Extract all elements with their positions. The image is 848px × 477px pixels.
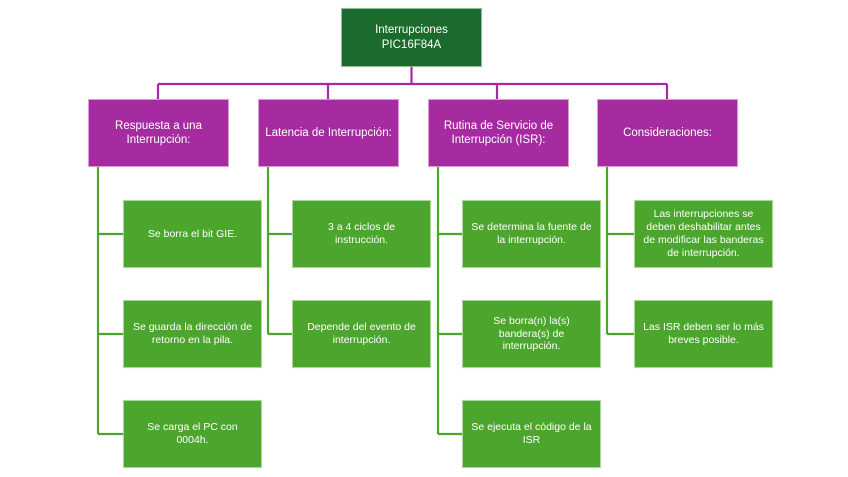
branch-connector-3 (436, 167, 462, 436)
leaf-node-depende-evento[interactable]: Depende del evento de interrupción. (292, 300, 431, 368)
category-node-respuesta[interactable]: Respuesta a una Interrupción: (88, 99, 229, 167)
category-node-label: Respuesta a una Interrupción: (115, 119, 202, 146)
root-node-interrupciones[interactable]: Interrupciones PIC16F84A (341, 8, 482, 67)
leaf-node-label: 3 a 4 ciclos de instrucción. (327, 221, 396, 246)
category-node-latencia[interactable]: Latencia de Interrupción: (258, 99, 399, 167)
root-connector-group (156, 67, 669, 99)
leaf-node-label: Se ejecuta el código de la ISR (471, 421, 592, 446)
leaf-node-label: Se borra(n) la(s) bandera(s) de interrup… (493, 314, 570, 353)
category-node-label: Consideraciones: (623, 126, 712, 139)
leaf-node-ciclos-instruccion[interactable]: 3 a 4 ciclos de instrucción. (292, 200, 431, 268)
category-node-label: Latencia de Interrupción: (265, 126, 392, 139)
leaf-node-guarda-retorno[interactable]: Se guarda la dirección de retorno en la … (123, 300, 262, 368)
category-node-label: Rutina de Servicio de Interrupción (ISR)… (443, 119, 554, 146)
leaf-node-deshabilitar-interrupciones[interactable]: Las interrupciones se deben deshabilitar… (634, 200, 773, 268)
leaf-node-label: Se borra el bit GIE. (147, 227, 238, 240)
leaf-node-borra-banderas[interactable]: Se borra(n) la(s) bandera(s) de interrup… (462, 300, 601, 368)
leaf-node-label: Las interrupciones se deben deshabilitar… (643, 208, 764, 259)
root-node-label: Interrupciones PIC16F84A (375, 24, 448, 51)
category-node-consideraciones[interactable]: Consideraciones: (597, 99, 738, 167)
branch-connector-1 (96, 167, 123, 436)
branch-connector-4 (605, 167, 634, 336)
category-node-rutina-isr[interactable]: Rutina de Servicio de Interrupción (ISR)… (428, 99, 569, 167)
leaf-node-label: Las ISR deben ser lo más breves posible. (643, 321, 764, 346)
leaf-node-label: Se carga el PC con 0004h. (147, 421, 238, 446)
leaf-node-label: Depende del evento de interrupción. (307, 321, 416, 346)
leaf-node-ejecuta-isr[interactable]: Se ejecuta el código de la ISR (462, 400, 601, 468)
leaf-node-label: Se determina la fuente de la interrupció… (471, 221, 592, 246)
branch-connector-2 (266, 167, 292, 336)
leaf-node-borra-gie[interactable]: Se borra el bit GIE. (123, 200, 262, 268)
leaf-node-label: Se guarda la dirección de retorno en la … (132, 321, 253, 346)
leaf-node-carga-pc[interactable]: Se carga el PC con 0004h. (123, 400, 262, 468)
leaf-node-determina-fuente[interactable]: Se determina la fuente de la interrupció… (462, 200, 601, 268)
leaf-node-isr-breves[interactable]: Las ISR deben ser lo más breves posible. (634, 300, 773, 368)
